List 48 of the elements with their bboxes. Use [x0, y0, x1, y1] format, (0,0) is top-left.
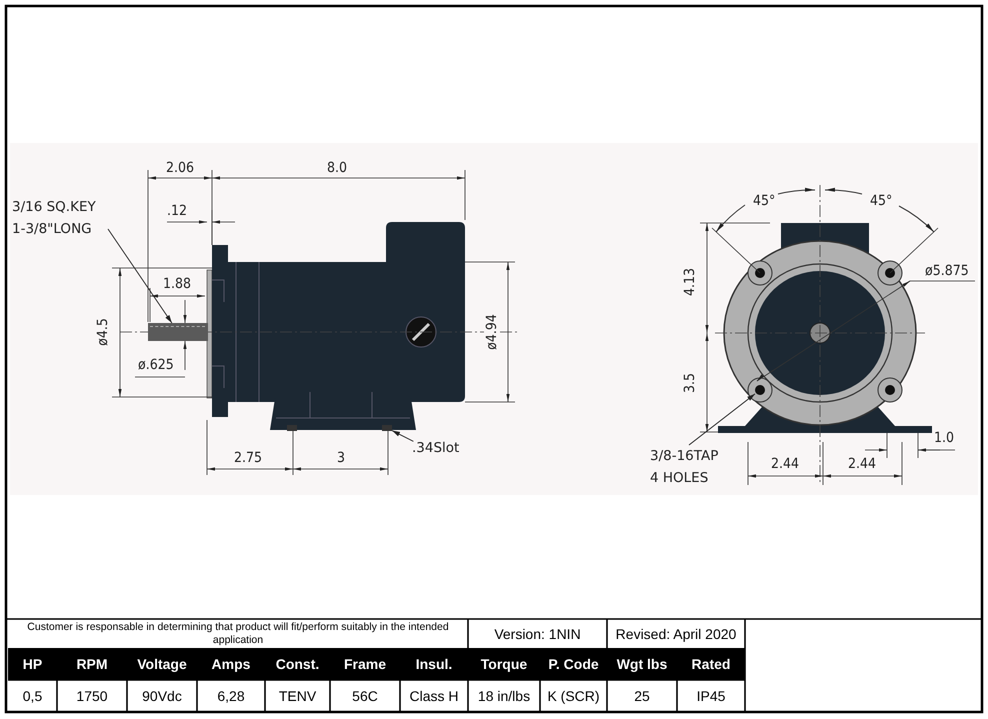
dimension-label: 2.44 — [848, 456, 876, 472]
dimension-label: 1.88 — [163, 276, 192, 292]
dimension-label: ø.625 — [138, 357, 174, 373]
dimension-label: 3 — [337, 450, 346, 466]
version-text: Version: 1NIN — [493, 624, 582, 644]
dimension-label: ø4.5 — [95, 318, 111, 346]
leader-line — [392, 430, 414, 442]
spec-value: 56C — [351, 687, 379, 706]
spec-header: Const. — [274, 655, 320, 674]
disclaimer-note: Customer is responsable in determining that product will fit/perform suitably in the intended application — [26, 620, 450, 648]
spec-value: 0,5 — [22, 687, 44, 706]
spec-header: P. Code — [547, 655, 600, 674]
spec-header: Amps — [210, 655, 252, 674]
dimension-label: 2.75 — [234, 450, 262, 466]
spec-value: Class H — [408, 687, 460, 706]
spec-value: 1750 — [75, 687, 109, 706]
spec-value: 90Vdc — [141, 687, 183, 706]
dimension-label: ø4.94 — [484, 314, 500, 350]
shaft — [148, 323, 208, 341]
dimension-label: 45° — [753, 193, 776, 209]
leader-line — [688, 393, 756, 446]
spec-value: TENV — [278, 687, 318, 706]
spec-value: 6,28 — [216, 687, 246, 706]
dimension-label: ø5.875 — [925, 263, 969, 279]
dimension-label: .12 — [167, 203, 188, 219]
revision-date: Revised: April 2020 — [614, 624, 738, 644]
leader-line — [108, 228, 172, 324]
leader-note: 3/16 SQ.KEY 1-3/8"LONG — [12, 196, 112, 240]
spec-header: HP — [22, 655, 44, 674]
spec-value: 18 in/lbs — [476, 687, 532, 706]
spec-value: 25 — [633, 687, 651, 706]
dimension-label: 45° — [870, 193, 892, 209]
spec-header: Frame — [342, 655, 388, 674]
dimension-label: 8.0 — [327, 160, 348, 176]
spec-header: Insul. — [414, 655, 454, 674]
spec-header: Torque — [480, 655, 528, 674]
leader-note: 3/8-16TAP 4 HOLES — [650, 445, 728, 489]
spec-header: RPM — [75, 655, 109, 674]
spec-header: Rated — [690, 655, 732, 674]
dimension-label: 2.06 — [166, 160, 194, 176]
dimension-label: 1.0 — [934, 430, 954, 446]
spec-header: Voltage — [136, 655, 188, 674]
mounting-slot — [382, 425, 392, 431]
spec-value: IP45 — [696, 687, 726, 706]
spec-value: K (SCR) — [546, 687, 601, 706]
spec-header: Wgt lbs — [616, 655, 668, 674]
leader-note: .34Slot — [412, 437, 482, 459]
dimension-label: 2.44 — [771, 456, 800, 472]
